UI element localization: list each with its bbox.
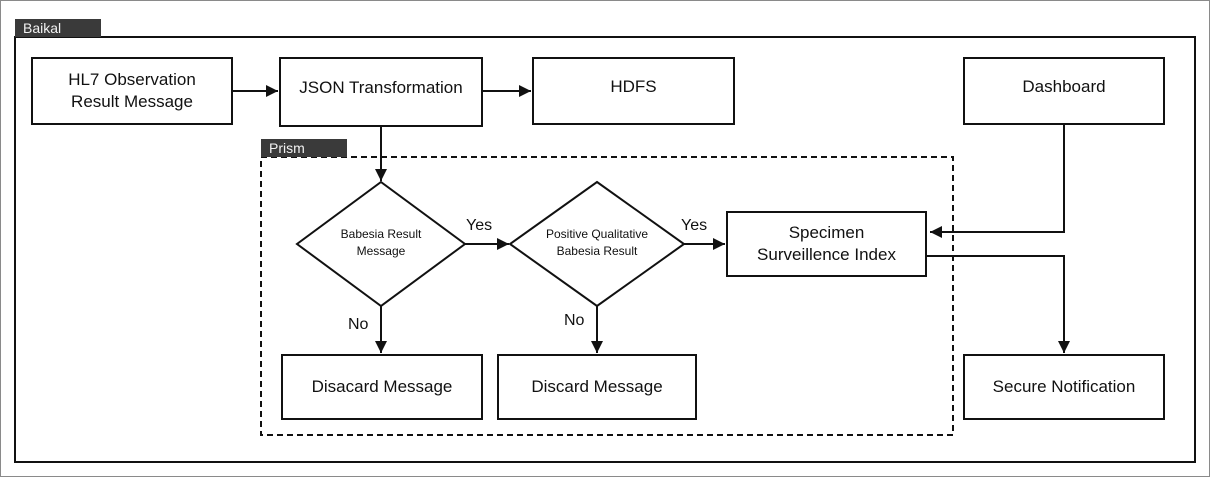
discard-message-box: Discard Message	[497, 354, 697, 420]
yes-label-1: Yes	[466, 217, 493, 234]
prism-tab: Prism	[261, 139, 347, 157]
specimen-surveillence-index-box: Specimen Surveillence Index	[726, 211, 927, 277]
no-label-2: No	[564, 312, 585, 329]
no-label-1: No	[348, 316, 369, 333]
babesia-result-message-label: Babesia Result Message	[340, 227, 422, 258]
json-transformation-box: JSON Transformation	[279, 57, 483, 127]
dashboard-label: Dashboard	[1022, 77, 1106, 96]
secure-notification-label: Secure Notification	[992, 377, 1136, 396]
hdfs-box: HDFS	[532, 57, 735, 125]
disacard-message-box: Disacard Message	[281, 354, 483, 420]
hl7-message-label: HL7 Observation Result Message	[68, 70, 196, 111]
prism-container	[260, 156, 954, 436]
dashboard-box: Dashboard	[963, 57, 1165, 125]
hl7-message-box: HL7 Observation Result Message	[31, 57, 233, 125]
yes-label-2: Yes	[681, 217, 708, 234]
edge-dashboard-ssi	[930, 125, 1065, 238]
disacard-message-label: Disacard Message	[311, 377, 453, 396]
json-transformation-label: JSON Transformation	[299, 78, 463, 97]
baikal-tab: Baikal	[15, 19, 101, 37]
positive-qualitative-babesia-result-label: Positive Qualitative Babesia Result	[545, 227, 649, 258]
specimen-surveillence-index-label: Specimen Surveillence Index	[757, 223, 896, 264]
discard-message-label: Discard Message	[531, 377, 663, 396]
secure-notification-box: Secure Notification	[963, 354, 1165, 420]
edge-ssi-secure	[927, 255, 1070, 353]
baikal-container	[14, 36, 1196, 463]
hdfs-label: HDFS	[610, 77, 657, 96]
